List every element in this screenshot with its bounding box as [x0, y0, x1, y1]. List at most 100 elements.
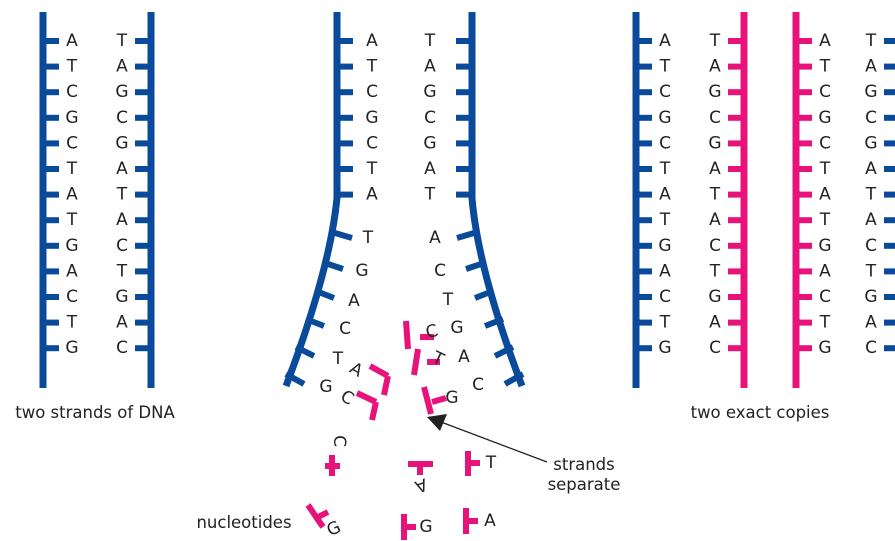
fork-right-base: C	[472, 375, 484, 395]
copy-one-right-base: T	[709, 185, 721, 205]
original-right-base: A	[116, 57, 128, 77]
fork-right-base: G	[450, 318, 463, 338]
free-nucleotide-base: C	[329, 435, 349, 447]
new-left-stem	[370, 366, 388, 376]
copy-two-left-base: C	[819, 287, 831, 307]
copy-two-right-base: G	[864, 82, 877, 102]
original-right-base: T	[116, 261, 128, 281]
caption-two-copies: two exact copies	[691, 403, 830, 422]
copy-one-left-base: C	[659, 287, 671, 307]
original-right-base: A	[116, 159, 128, 179]
copy-one-right-base: T	[709, 31, 721, 51]
copy-two-left-base: A	[819, 261, 831, 281]
original-right-base: G	[115, 133, 128, 153]
caption-two-strands: two strands of DNA	[15, 403, 175, 422]
new-left-backbone	[372, 402, 376, 420]
copy-two-right-base: A	[865, 159, 877, 179]
new-right-base: T	[428, 347, 447, 370]
fork-right-base: A	[458, 347, 470, 367]
copy-one-right-base: A	[709, 57, 721, 77]
new-right-backbone	[406, 321, 408, 349]
fork-left-backbone	[286, 12, 337, 386]
copy-two-left-base: T	[819, 210, 831, 230]
copy-one-left-base: T	[659, 57, 671, 77]
new-right-backbone	[414, 349, 418, 375]
copy-one-left-base: T	[659, 210, 671, 230]
copy-one-left-base: T	[659, 313, 671, 333]
fork-top-right-base: G	[423, 82, 436, 102]
original-left-base: C	[66, 287, 78, 307]
original-left-base: T	[66, 313, 78, 333]
fork-top-left-base: A	[366, 185, 378, 205]
copy-two-right-base: T	[865, 31, 877, 51]
label-strands: strands	[553, 455, 615, 474]
original-right-base: A	[116, 210, 128, 230]
copy-one-right-base: G	[708, 133, 721, 153]
new-left-base: C	[337, 386, 357, 409]
free-nucleotide-base: G	[419, 517, 432, 537]
fork-top-left-base: C	[366, 82, 378, 102]
fork-left-base: G	[319, 377, 332, 397]
copy-one-left-base: G	[658, 108, 671, 128]
copy-two-right-base: C	[865, 236, 877, 256]
copy-one-right-base: C	[709, 236, 721, 256]
original-right-base: C	[116, 108, 128, 128]
fork-top-right-base: G	[423, 133, 436, 153]
fork-top-right-base: A	[424, 57, 436, 77]
copy-one-left-base: C	[659, 82, 671, 102]
original-left-base: T	[66, 210, 78, 230]
free-nucleotide-base: G	[324, 517, 344, 541]
fork-top-right-base: A	[424, 159, 436, 179]
new-left-stem	[357, 393, 376, 402]
copy-one-left-base: C	[659, 133, 671, 153]
fork-left-base: T	[362, 228, 374, 248]
free-nucleotide-base: A	[484, 511, 496, 531]
new-right-backbone	[424, 387, 431, 414]
copy-two-right-base: C	[865, 338, 877, 358]
copy-one-right-base: A	[709, 210, 721, 230]
copy-two-right-base: T	[865, 185, 877, 205]
copy-one-left-base: A	[659, 31, 671, 51]
copy-two-left-base: A	[819, 31, 831, 51]
original-right-base: T	[116, 185, 128, 205]
fork-top-left-base: T	[366, 57, 378, 77]
copy-two-right-base: A	[865, 313, 877, 333]
copy-one-right-base: C	[709, 338, 721, 358]
copy-two-left-base: C	[819, 82, 831, 102]
original-left-base: G	[65, 108, 78, 128]
fork-left-base: C	[339, 319, 351, 339]
fork-top-right-base: T	[424, 185, 436, 205]
original-right-base: G	[115, 82, 128, 102]
new-left-backbone	[384, 376, 388, 395]
fork-top-left-base: T	[366, 159, 378, 179]
original-left-base: C	[66, 82, 78, 102]
fork-top-left-base: A	[366, 31, 378, 51]
copy-two-left-base: G	[818, 236, 831, 256]
copy-one-left-base: A	[659, 185, 671, 205]
fork-left-rung	[335, 233, 352, 238]
copy-two-left-base: A	[819, 185, 831, 205]
copy-two-left-base: T	[819, 159, 831, 179]
new-right-base: G	[445, 388, 458, 408]
copy-one-right-base: G	[708, 287, 721, 307]
original-left-base: T	[66, 159, 78, 179]
copy-two-left-base: C	[819, 133, 831, 153]
copy-two-right-base: T	[865, 261, 877, 281]
copy-one-right-base: C	[709, 108, 721, 128]
original-left-base: A	[66, 31, 78, 51]
original-left-base: T	[66, 57, 78, 77]
fork-right-base: T	[442, 290, 454, 310]
copy-one-left-base: T	[659, 159, 671, 179]
original-left-base: A	[66, 185, 78, 205]
copy-one-left-base: G	[658, 338, 671, 358]
new-left-base: A	[346, 358, 366, 381]
free-nucleotide-base: A	[412, 474, 430, 497]
copy-one-left-base: G	[658, 236, 671, 256]
original-left-base: G	[65, 338, 78, 358]
fork-right-base: A	[429, 228, 441, 248]
fork-left-base: G	[355, 261, 368, 281]
original-right-base: T	[116, 31, 128, 51]
copy-one-right-base: G	[708, 82, 721, 102]
original-left-base: A	[66, 261, 78, 281]
